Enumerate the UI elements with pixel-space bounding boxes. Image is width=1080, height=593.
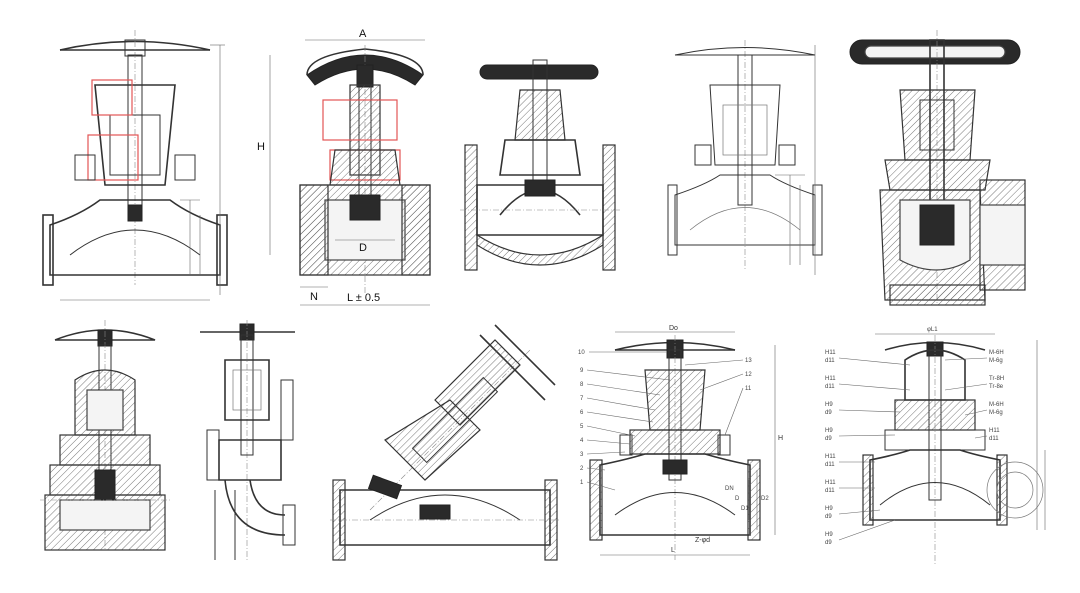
drawing-tolerance-globe-valve: φL1 H11 d11 H11 d11 H9 d9 H9 d9 H11 d11 (815, 320, 1055, 570)
tolerance-label: H11 (825, 454, 836, 460)
callout-number: 10 (578, 350, 585, 356)
drawing-globe-valve-section-small (40, 320, 170, 555)
callout-number: 4 (580, 438, 584, 444)
dimension-D1-label: D1 (741, 506, 749, 512)
tolerance-label: Tr-8e (989, 384, 1004, 390)
drawing-three-way-valve (195, 320, 310, 565)
dimension-D-label: D (359, 242, 367, 254)
tolerance-label: d11 (825, 384, 835, 390)
tolerance-label: H9 (825, 402, 833, 408)
tolerance-label: H11 (989, 428, 1000, 434)
callouts-right: 13 12 11 (684, 358, 752, 436)
tolerance-label: d11 (825, 358, 835, 364)
dimension-Zd-label: Z-φd (695, 537, 710, 544)
tolerance-labels-right: M-6H M-6g Tr-8H Tr-8e M-6H M-6g H11 d11 (944, 350, 1004, 442)
callout-number: 1 (580, 480, 584, 486)
tolerance-label: d9 (825, 514, 832, 520)
dimension-D-label-9: D (735, 496, 740, 502)
tolerance-label: H9 (825, 506, 833, 512)
callout-number: 7 (580, 396, 584, 402)
callout-number: 13 (745, 358, 752, 364)
callouts-left: 10 9 8 7 6 5 4 3 2 1 (578, 350, 671, 491)
tolerance-label: d9 (825, 410, 832, 416)
drawing-flanged-globe-valve-section (460, 45, 620, 280)
callout-number: 5 (580, 424, 584, 430)
dimension-L-label: L ± 0.5 (347, 292, 380, 304)
dimension-H-label: H (257, 141, 265, 153)
callout-number: 11 (745, 386, 752, 392)
dimension-A-label: A (359, 28, 367, 40)
tolerance-label: H9 (825, 428, 833, 434)
tolerance-label: d11 (825, 488, 835, 494)
drawing-flanged-globe-valve-1 (40, 25, 230, 310)
drawing-flanged-globe-valve-2 (665, 35, 830, 280)
tolerance-label: H11 (825, 480, 836, 486)
callout-number: 2 (580, 466, 584, 472)
callout-number: 3 (580, 452, 584, 458)
drawing-y-pattern-valve (330, 320, 560, 570)
dimension-L-label-9: L (671, 547, 675, 554)
tolerance-label: H11 (825, 350, 836, 356)
callout-number: 6 (580, 410, 584, 416)
tolerance-label: M-6g (989, 410, 1003, 416)
tolerance-label: M-6g (989, 358, 1003, 364)
dimension-L1-label: φL1 (927, 327, 938, 333)
drawing-threaded-globe-valve: A H D N L ± 0.5 (255, 25, 440, 310)
tolerance-labels-left: H11 d11 H11 d11 H9 d9 H9 d9 H11 d11 H11 … (825, 350, 911, 546)
drawing-numbered-globe-valve: Do H D D1 D2 DN L Z-φd 10 9 8 (575, 320, 790, 570)
tolerance-label: M-6H (989, 402, 1004, 408)
tolerance-label: M-6H (989, 350, 1004, 356)
tolerance-label: d11 (989, 436, 999, 442)
dimension-H-label-9: H (778, 435, 783, 442)
tolerance-label: H9 (825, 532, 833, 538)
callout-number: 8 (580, 382, 584, 388)
dimension-D2-label: D2 (761, 496, 769, 502)
callout-number: 12 (745, 372, 752, 378)
tolerance-label: d9 (825, 540, 832, 546)
tolerance-label: d9 (825, 436, 832, 442)
dimension-N-label: N (310, 291, 318, 303)
dimension-Do-label: Do (669, 325, 678, 332)
tolerance-label: Tr-8H (989, 376, 1004, 382)
dimension-DN-label: DN (725, 486, 734, 492)
callout-number: 9 (580, 368, 584, 374)
tolerance-label: H11 (825, 376, 836, 382)
drawing-angle-valve (845, 30, 1030, 310)
tolerance-label: d11 (825, 462, 835, 468)
